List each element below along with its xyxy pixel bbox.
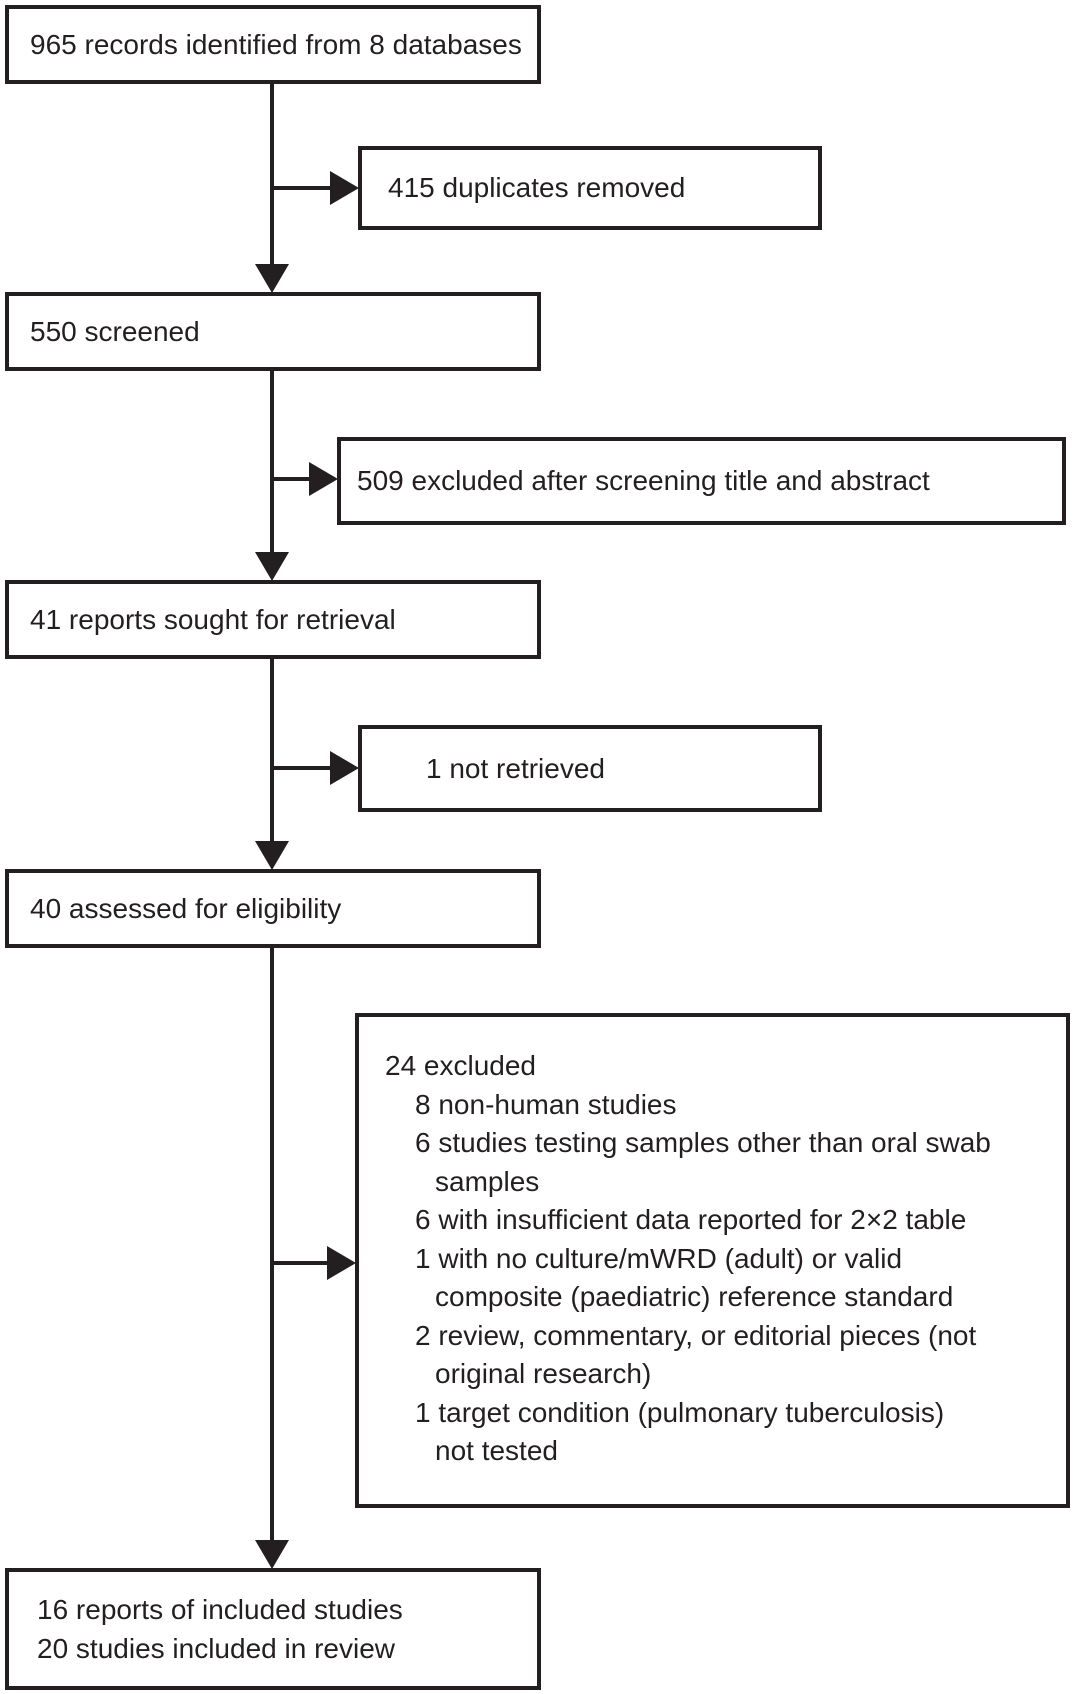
exclusion-item: 1 target condition (pulmonary tuberculos…: [415, 1396, 945, 1428]
connector-screened-to-sought: [270, 371, 274, 554]
connector-assessed-to-included: [270, 948, 274, 1542]
exclusion-item-continuation: samples: [435, 1165, 540, 1197]
arrow-down-icon: [255, 841, 289, 870]
arrow-right-icon: [327, 1246, 356, 1280]
included-studies-label: 20 studies included in review: [37, 1633, 395, 1664]
records-identified-label: 965 records identified from 8 databases: [30, 28, 522, 60]
arrow-right-icon: [309, 462, 338, 496]
exclusion-item: 6 studies testing samples other than ora…: [415, 1127, 991, 1158]
exclusion-item-continuation: original research): [435, 1358, 652, 1389]
box-excluded-detail: 24 excluded 8 non-human studies 6 studie…: [355, 1013, 1070, 1508]
connector-sought-to-assessed: [270, 659, 274, 843]
exclusion-item-continuation: not tested: [435, 1435, 558, 1466]
box-duplicates-removed: 415 duplicates removed: [358, 146, 822, 230]
duplicates-removed-label: 415 duplicates removed: [388, 172, 686, 203]
assessed-eligibility-label: 40 assessed for eligibility: [30, 892, 342, 924]
screened-label: 550 screened: [30, 315, 200, 347]
not-retrieved-label: 1 not retrieved: [426, 752, 605, 784]
included-reports-label: 16 reports of included studies: [37, 1594, 403, 1625]
arrow-right-icon: [330, 751, 359, 785]
connector-identified-to-screened: [270, 84, 274, 266]
exclusion-item: 8 non-human studies: [415, 1088, 677, 1120]
excluded-detail-header: 24 excluded: [385, 1050, 537, 1081]
box-assessed-eligibility: 40 assessed for eligibility: [5, 869, 541, 948]
exclusion-item: 6 with insufficient data reported for 2×…: [415, 1204, 967, 1235]
arrow-down-icon: [255, 552, 289, 581]
connector-to-not-retrieved: [272, 766, 332, 770]
arrow-down-icon: [255, 1540, 289, 1569]
box-records-identified: 965 records identified from 8 databases: [5, 5, 541, 84]
box-reports-sought: 41 reports sought for retrieval: [5, 580, 541, 659]
connector-to-duplicates: [272, 186, 332, 190]
connector-to-excluded-screening: [272, 477, 312, 481]
excluded-after-screening-label: 509 excluded after screening title and a…: [357, 465, 930, 496]
box-included-studies: 16 reports of included studies 20 studie…: [5, 1568, 541, 1690]
arrow-right-icon: [330, 171, 359, 205]
box-not-retrieved: 1 not retrieved: [358, 725, 822, 812]
exclusion-item: 2 review, commentary, or editorial piece…: [415, 1319, 977, 1351]
arrow-down-icon: [255, 264, 289, 293]
box-screened: 550 screened: [5, 292, 541, 371]
connector-to-excluded-detail: [272, 1261, 330, 1265]
exclusion-item: 1 with no culture/mWRD (adult) or valid: [415, 1242, 903, 1274]
exclusion-item-continuation: composite (paediatric) reference standar…: [435, 1281, 954, 1312]
reports-sought-label: 41 reports sought for retrieval: [30, 603, 396, 635]
box-excluded-after-screening: 509 excluded after screening title and a…: [337, 437, 1066, 525]
